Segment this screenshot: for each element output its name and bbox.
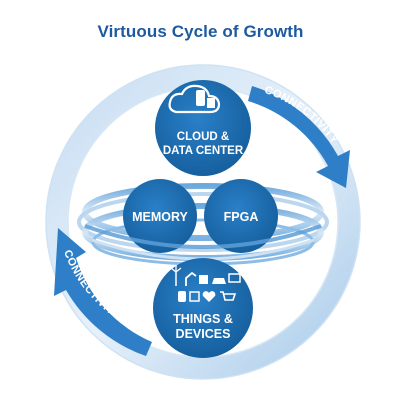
swirl-bands bbox=[77, 183, 329, 266]
connectivity-arrow-top bbox=[248, 86, 350, 188]
things-node: THINGS & DEVICES bbox=[153, 258, 253, 358]
memory-node: MEMORY bbox=[123, 179, 197, 253]
car-icon bbox=[212, 278, 226, 284]
watch-icon bbox=[178, 291, 186, 302]
fpga-label: FPGA bbox=[224, 210, 259, 224]
shopping-cart-icon bbox=[220, 291, 237, 301]
cloud-label-line1: CLOUD & bbox=[177, 131, 229, 143]
things-label-line1: THINGS & bbox=[173, 312, 233, 326]
connectivity-label-top: CONNECTIVITY bbox=[263, 84, 341, 146]
cloud-label-line2: DATA CENTER bbox=[163, 145, 244, 157]
diagram-title: Virtuous Cycle of Growth bbox=[97, 22, 304, 41]
fpga-node: FPGA bbox=[204, 179, 278, 253]
cloud-icon bbox=[168, 84, 221, 114]
cloud-node: CLOUD & DATA CENTER bbox=[155, 80, 251, 176]
robot-arm-icon bbox=[185, 271, 197, 286]
laptop-icon bbox=[228, 273, 241, 283]
outer-ring-edge bbox=[45, 64, 361, 380]
heart-icon bbox=[202, 291, 216, 302]
chart-icon bbox=[189, 291, 200, 302]
things-label-line2: DEVICES bbox=[176, 327, 231, 341]
wind-turbine-icon bbox=[170, 265, 182, 286]
phone-icon bbox=[196, 90, 205, 106]
cart-icon bbox=[199, 275, 208, 284]
outer-ring bbox=[46, 65, 360, 379]
memory-label: MEMORY bbox=[132, 210, 188, 224]
server-icon bbox=[207, 98, 215, 108]
connectivity-arrow-bottom bbox=[54, 228, 152, 356]
